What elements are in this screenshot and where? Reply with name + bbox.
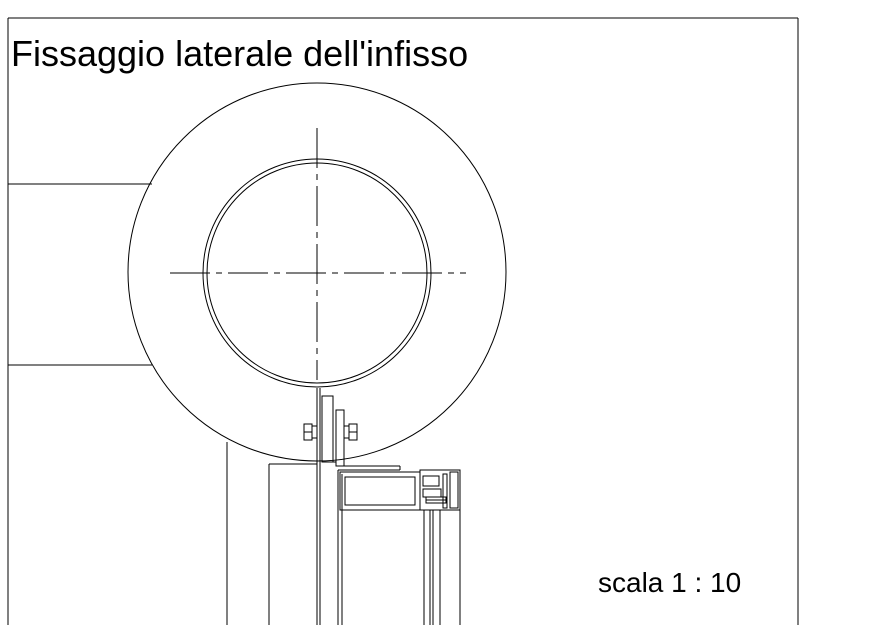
bolt-left [303,423,318,441]
left-beam [8,183,152,366]
bolt-right [343,423,358,441]
drawing-title: Fissaggio laterale dell'infisso [11,33,469,74]
center-lines [170,128,466,380]
window-frame-section [337,469,461,625]
scale-label: scala 1 : 10 [598,567,742,598]
drawing-frame [7,17,799,625]
bracket-plate [321,395,401,471]
